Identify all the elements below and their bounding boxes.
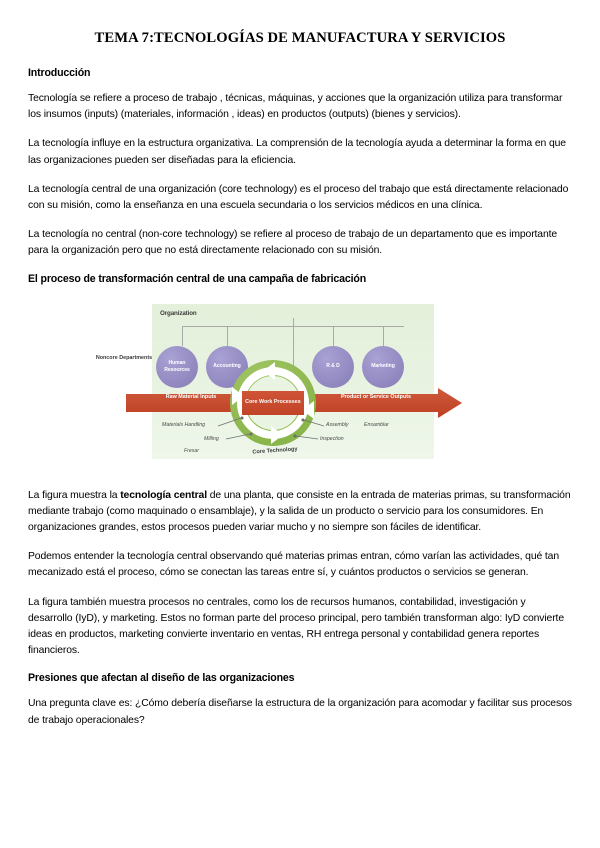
heading-presiones: Presiones que afectan al diseño de las o… <box>28 672 295 685</box>
arrow-band-svg <box>126 387 462 418</box>
paragraph-6: Podemos entender la tecnología central o… <box>28 551 559 579</box>
paragraph-5-part-a: La figura muestra la <box>28 489 121 501</box>
organization-label: Organization <box>160 309 197 317</box>
department-circle-rd: R & D <box>312 345 354 388</box>
heading-proceso-transformacion: El proceso de transformación central de … <box>28 272 367 285</box>
paragraph-5-emphasis: tecnología central <box>120 489 207 501</box>
heading-introduccion: Introducción <box>28 67 91 79</box>
org-chart-connector-hr <box>182 325 183 346</box>
annotation-ensamblar: Ensamblar <box>364 421 389 428</box>
transformation-arrow-band <box>126 387 466 418</box>
noncore-departments-label: Noncore Departments <box>95 354 153 361</box>
annotation-inspection: Inspection <box>320 435 344 442</box>
product-service-outputs-label: Product or Service Outputs <box>340 393 412 400</box>
paragraph-5-part-b: de una planta, que consiste en la entrad… <box>28 489 571 534</box>
paragraph-1: Tecnología se refiere a proceso de traba… <box>28 93 563 121</box>
paragraph-2: La tecnología influye en la estructura o… <box>28 138 566 166</box>
org-chart-connector-marketing <box>383 325 384 346</box>
annotation-milling: Milling <box>204 435 219 442</box>
raw-material-inputs-label: Raw Material Inputs <box>165 393 217 400</box>
paragraph-5: La figura muestra la tecnología central … <box>28 488 572 537</box>
department-circle-human-resources: Human Resources <box>156 345 198 388</box>
figure-canvas: Organization Noncore Departments Human R… <box>96 300 466 468</box>
figure-core-transformation-process: Organization Noncore Departments Human R… <box>28 296 572 474</box>
org-chart-connector-rd <box>333 325 334 346</box>
annotation-assembly: Assembly <box>326 421 349 428</box>
annotation-leader-lines <box>217 416 325 439</box>
annotation-fresar: Fresar <box>184 447 199 454</box>
page-title: TEMA 7:TECNOLOGÍAS DE MANUFACTURA Y SERV… <box>94 30 506 46</box>
paragraph-3: La tecnología central de una organizació… <box>28 183 569 212</box>
page-bottom-spacer <box>28 742 572 822</box>
org-chart-connector-stem <box>293 317 294 326</box>
paragraph-4: La tecnología no central (non-core techn… <box>28 229 558 257</box>
annotation-materials-handling: Materials Handling <box>162 421 205 428</box>
paragraph-7: La figura también muestra procesos no ce… <box>28 596 564 657</box>
org-chart-connector-accounting <box>227 325 228 346</box>
core-work-processes-box: Core Work Processes <box>242 390 304 415</box>
paragraph-8: Una pregunta clave es: ¿Cómo debería dis… <box>28 698 572 726</box>
department-circle-marketing: Marketing <box>362 345 404 388</box>
